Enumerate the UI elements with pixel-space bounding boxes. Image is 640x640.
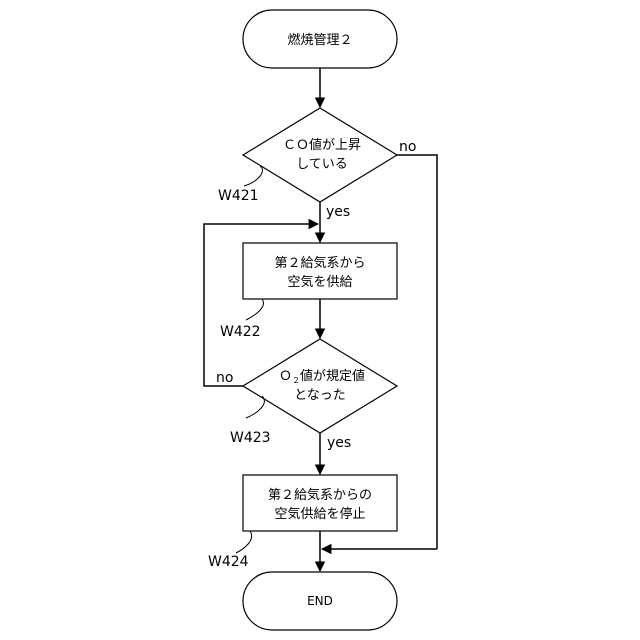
ref-leader-w424 [236, 531, 252, 553]
decision-w423-yes-label: yes [327, 435, 351, 451]
decision-w423-line2: となった [294, 388, 346, 403]
process-w424-line1: 第２給気系からの [268, 487, 372, 503]
decision-w421-no-label: no [399, 139, 416, 155]
end-label: END [307, 594, 333, 608]
ref-label-w422: W422 [220, 324, 261, 340]
decision-w423-line1: Ｏ２値が規定値 [279, 368, 365, 385]
process-w422-line1: 第２給気系から [274, 255, 365, 271]
decision-w421-line2: している [296, 157, 348, 172]
decision-w423-subscript: ２ [292, 376, 300, 385]
process-w424 [243, 475, 397, 531]
decision-w421 [243, 108, 397, 202]
decision-w421-line1: ＣＯ値が上昇 [283, 137, 361, 153]
decision-w423-line1-rest: 値が規定値 [300, 368, 365, 384]
ref-leader-w421 [244, 166, 262, 186]
connector-w421-no [397, 155, 437, 549]
decision-w423-no-label: no [216, 370, 233, 386]
ref-label-w423: W423 [230, 430, 271, 446]
process-w424-line2: 空気供給を停止 [274, 506, 365, 522]
decision-w421-yes-label: yes [326, 204, 350, 220]
process-w422 [243, 243, 397, 299]
ref-leader-w422 [246, 299, 263, 320]
process-w422-line2: 空気を供給 [287, 274, 352, 290]
decision-w423 [243, 339, 397, 433]
start-label: 燃焼管理２ [287, 32, 352, 48]
ref-label-w421: W421 [218, 188, 259, 204]
ref-leader-w423 [246, 396, 264, 418]
decision-w423-o-prefix: Ｏ [279, 369, 292, 384]
ref-label-w424: W424 [208, 554, 249, 570]
